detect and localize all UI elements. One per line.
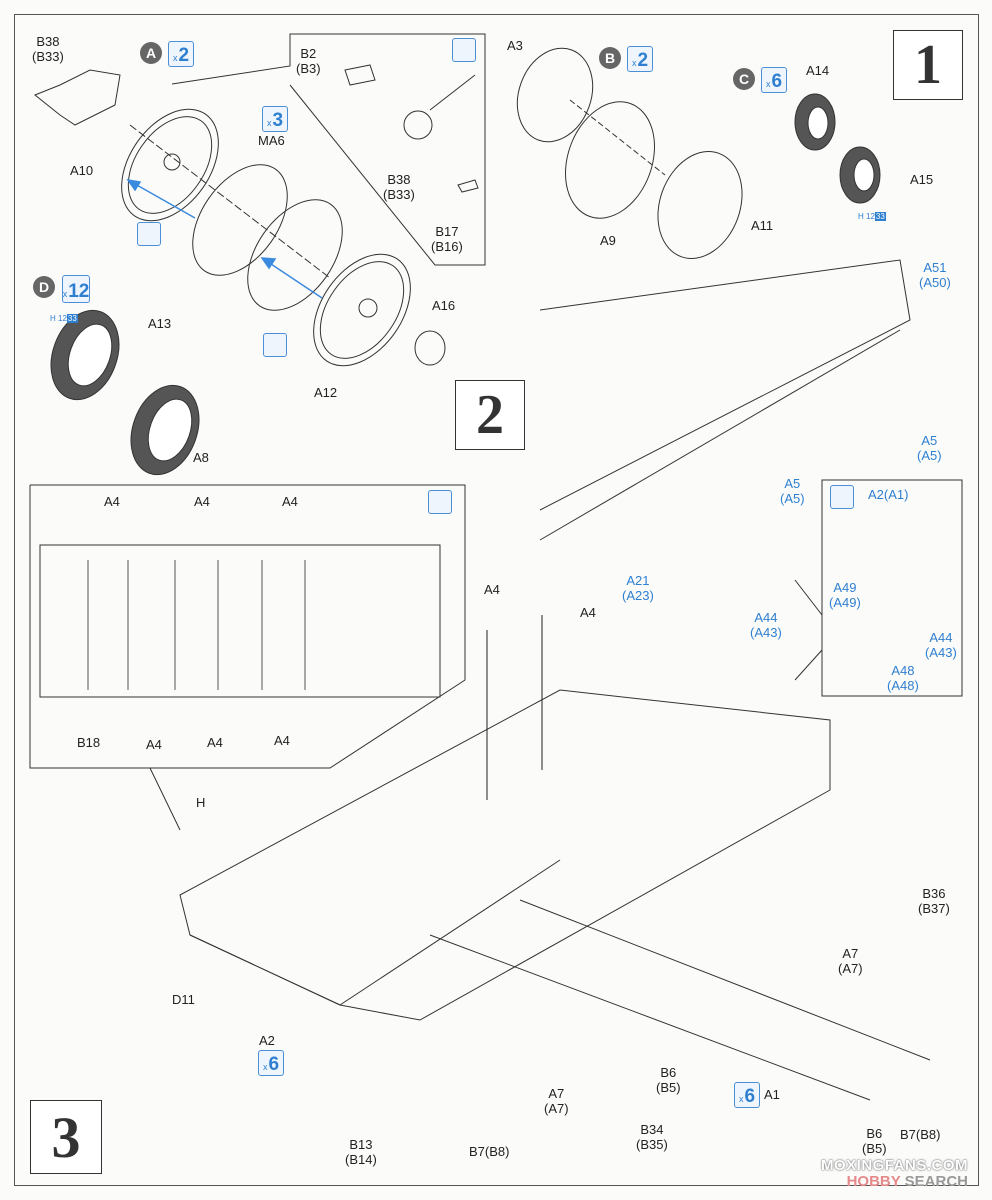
- part-label-b38-inset: B38(B33): [383, 172, 415, 202]
- subassembly-d-marker: D: [33, 276, 55, 298]
- part-label-b7: B7(B8): [469, 1144, 510, 1159]
- step-number-1: 1: [893, 30, 963, 100]
- part-label-b6: B6(B5): [656, 1065, 681, 1095]
- watermark: MOXINGFANS.COM HOBBY SEARCH: [820, 1157, 968, 1190]
- part-label-b36: B36(B37): [918, 886, 950, 916]
- chassis-top-view-inset: [29, 484, 466, 769]
- subassembly-b-marker: B: [599, 47, 621, 69]
- cover-a3: [516, 47, 594, 143]
- wheel-a12: [313, 253, 411, 367]
- hinge-detail-inset: [821, 479, 963, 697]
- part-label-a13: A13: [148, 316, 172, 331]
- part-label-h: H: [196, 795, 206, 810]
- part-label-a5: A5(A5): [780, 476, 805, 506]
- part-label-d11: D11: [172, 992, 195, 1007]
- step-number-3: 3: [30, 1100, 102, 1174]
- part-label-b17: B17(B16): [431, 224, 463, 254]
- part-label-ma6: MA6: [258, 133, 285, 148]
- part-label-b2: B2(B3): [296, 46, 321, 76]
- part-label-a9: A9: [600, 233, 616, 248]
- glue-drop-icon: [263, 333, 287, 357]
- part-label-a3: A3: [507, 38, 523, 53]
- part-label-b6: B6(B5): [862, 1126, 887, 1156]
- step-number-2: 2: [455, 380, 525, 450]
- part-label-a21: A21(A23): [622, 573, 654, 603]
- part-label-a7: A7(A7): [838, 946, 863, 976]
- part-label-a14: A14: [806, 63, 830, 78]
- hub-a16: [414, 330, 446, 366]
- part-label-a44: A44(A43): [750, 610, 782, 640]
- part-label-a4: A4: [274, 733, 290, 748]
- ring-ma6-2: [247, 199, 343, 311]
- page-frame: [14, 14, 979, 1186]
- part-label-a10: A10: [70, 163, 94, 178]
- part-label-b18: B18: [77, 735, 101, 750]
- sprocket-a9: [565, 101, 655, 219]
- paint-code: H 1233: [50, 314, 78, 323]
- part-label-a4: A4: [104, 494, 120, 509]
- part-label-b7: B7(B8): [900, 1127, 941, 1142]
- part-label-a4: A4: [194, 494, 210, 509]
- hull-side-step2: [539, 259, 911, 511]
- part-label-b38: B38(B33): [32, 34, 64, 64]
- cement-icon: [830, 485, 854, 509]
- part-label-a4: A4: [146, 737, 162, 752]
- part-label-a49: A49(A49): [829, 580, 861, 610]
- part-label-a44-inset: A44(A43): [925, 630, 957, 660]
- part-label-a12: A12: [314, 385, 338, 400]
- part-label-a4: A4: [484, 582, 500, 597]
- part-label-a8: A8: [193, 450, 209, 465]
- part-label-a15: A15: [910, 172, 934, 187]
- part-label-a2: A2: [259, 1033, 275, 1048]
- subassembly-c-marker: C: [733, 68, 755, 90]
- sprocket-a11: [657, 151, 743, 259]
- paint-code: H 1233: [858, 212, 886, 221]
- wheel-a10: [121, 108, 219, 222]
- ring-ma6-1: [192, 164, 288, 276]
- cement-icon: [452, 38, 476, 62]
- part-label-a2a1: A2(A1): [868, 487, 909, 502]
- part-label-a5: A5(A5): [917, 433, 942, 463]
- detail-callout-a: [171, 33, 486, 266]
- part-label-a11: A11: [751, 218, 774, 233]
- part-label-a1: A1: [764, 1087, 780, 1102]
- cement-icon: [428, 490, 452, 514]
- part-label-a51: A51(A50): [919, 260, 951, 290]
- part-label-a4: A4: [282, 494, 298, 509]
- part-label-a7: A7(A7): [544, 1086, 569, 1116]
- glue-drop-icon: [137, 222, 161, 246]
- part-label-a16: A16: [432, 298, 456, 313]
- part-label-a4: A4: [207, 735, 223, 750]
- part-label-b13: B13(B14): [345, 1137, 377, 1167]
- part-label-a4: A4: [580, 605, 596, 620]
- subassembly-a-marker: A: [140, 42, 162, 64]
- part-label-a48: A48(A48): [887, 663, 919, 693]
- part-label-b34: B34(B35): [636, 1122, 668, 1152]
